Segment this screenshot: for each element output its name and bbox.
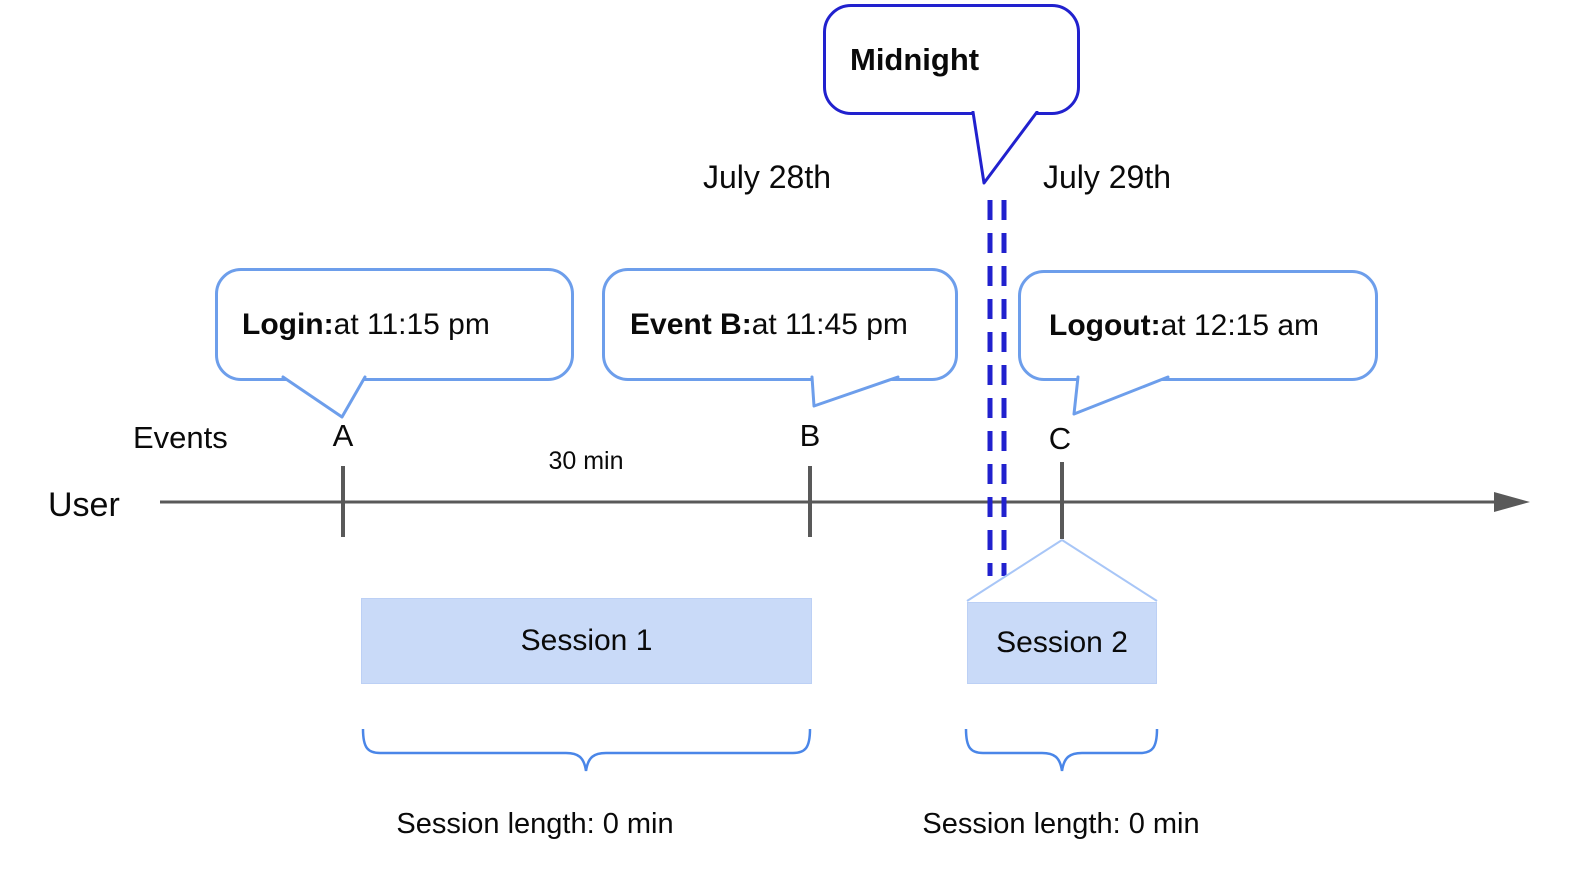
session-2-bar: Session 2 bbox=[967, 602, 1157, 684]
date-label-july-28: July 28th bbox=[702, 159, 832, 195]
login-callout-time: at 11:15 pm bbox=[333, 307, 490, 341]
event-marker-c: C bbox=[1048, 421, 1072, 456]
timeline-arrowhead-icon bbox=[1494, 492, 1530, 512]
session-1-brace bbox=[361, 728, 812, 772]
session-2-brace bbox=[964, 728, 1159, 772]
logout-callout: Logout: at 12:15 am bbox=[1018, 270, 1378, 381]
event-b-callout-tail bbox=[810, 375, 900, 408]
session-1-length-label: Session length: 0 min bbox=[396, 808, 674, 840]
session-1-label: Session 1 bbox=[520, 624, 653, 657]
midnight-callout: Midnight bbox=[823, 4, 1080, 115]
session-1-bar: Session 1 bbox=[361, 598, 812, 684]
session-2-label: Session 2 bbox=[996, 626, 1128, 659]
logout-callout-tail bbox=[1072, 375, 1170, 416]
event-b-callout-time: at 11:45 pm bbox=[751, 307, 908, 341]
session-2-length-label: Session length: 0 min bbox=[922, 808, 1200, 840]
logout-callout-time: at 12:15 am bbox=[1160, 308, 1320, 342]
midnight-callout-tail bbox=[971, 111, 1039, 185]
session-2-leg-left bbox=[966, 539, 1063, 602]
login-callout: Login: at 11:15 pm bbox=[215, 268, 574, 381]
event-marker-b: B bbox=[799, 418, 821, 453]
event-b-callout: Event B: at 11:45 pm bbox=[602, 268, 958, 381]
logout-callout-title: Logout: bbox=[1049, 308, 1161, 342]
session-2-leg-right bbox=[1061, 539, 1158, 602]
interval-label: 30 min bbox=[548, 447, 624, 475]
date-label-july-29: July 29th bbox=[1042, 159, 1172, 195]
events-axis-label: Events bbox=[133, 420, 228, 455]
login-callout-title: Login: bbox=[242, 307, 334, 341]
event-marker-a: A bbox=[332, 418, 354, 453]
login-callout-tail bbox=[281, 375, 367, 419]
midnight-callout-label: Midnight bbox=[850, 41, 980, 77]
user-axis-label: User bbox=[48, 486, 120, 524]
event-b-callout-title: Event B: bbox=[630, 307, 752, 341]
